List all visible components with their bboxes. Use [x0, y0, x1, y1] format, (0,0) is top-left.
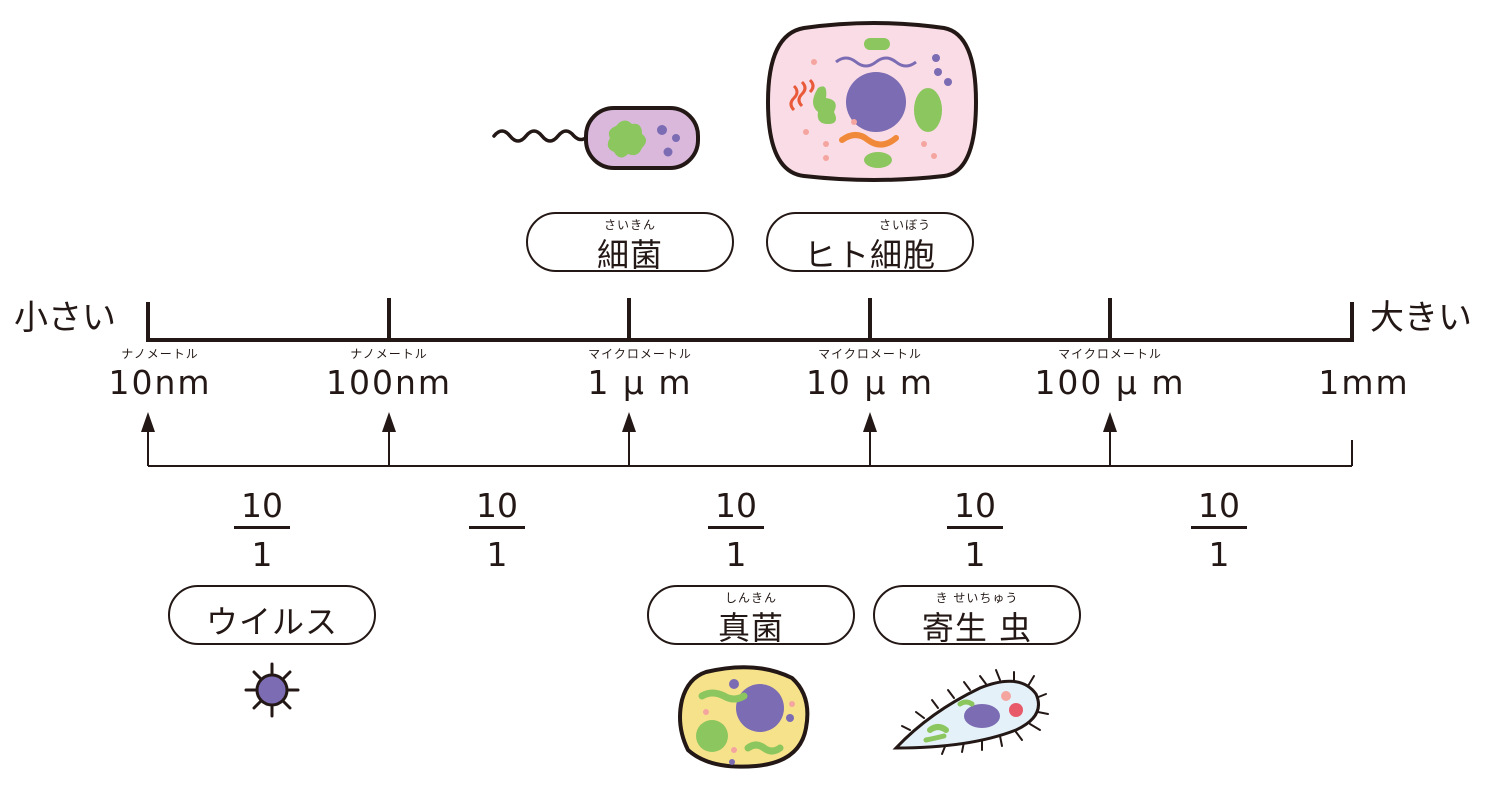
arrowhead: [141, 412, 155, 432]
bacteria-label: さいきん 細菌: [526, 212, 734, 274]
unit-100um: マイクロメートル 100 μ m: [990, 345, 1230, 402]
fraction-numerator: 10: [954, 486, 996, 525]
fraction-bar: [469, 526, 525, 529]
bacteria-ruby: さいきん: [603, 218, 656, 232]
fungus-label: しんきん 真菌: [647, 585, 855, 647]
arrowhead: [1103, 412, 1117, 432]
fraction-denominator: 1: [964, 535, 986, 574]
unit-10nm: ナノメートル 10nm: [40, 345, 280, 402]
unit-ruby: ナノメートル: [350, 347, 428, 361]
ratio-fraction: 10 1: [222, 486, 302, 574]
fraction-denominator: 1: [1208, 535, 1230, 574]
small-end-label: 小さい: [14, 298, 116, 338]
ratio-fraction: 10 1: [457, 486, 537, 574]
unit-value: 100nm: [325, 363, 453, 402]
fungus-name: 真菌: [717, 609, 784, 647]
unit-ruby: マイクロメートル: [1058, 347, 1162, 361]
arrowheads: [141, 412, 1117, 432]
virus-name: ウイルス: [205, 603, 338, 641]
fraction-bar: [708, 526, 764, 529]
unit-100nm: ナノメートル 100nm: [269, 345, 509, 402]
fungus-ruby: しんきん: [724, 591, 777, 605]
fungus-illustration: [678, 665, 810, 769]
unit-value: 10nm: [108, 363, 212, 402]
human-cell-illustration: [765, 21, 979, 182]
arrowhead: [863, 412, 877, 432]
bacteria-name: 細菌: [596, 236, 663, 274]
size-axis: [146, 298, 1354, 342]
ratio-bracket: [147, 428, 1353, 467]
ratio-fraction: 10 1: [935, 486, 1015, 574]
human-cell-name: ヒト細胞: [803, 236, 936, 274]
unit-ruby: マイクロメートル: [818, 347, 922, 361]
parasite-name: 寄生 虫: [921, 609, 1033, 647]
fraction-numerator: 10: [476, 486, 518, 525]
fraction-bar: [234, 526, 290, 529]
unit-value: 100 μ m: [1034, 363, 1186, 402]
unit-value: 10 μ m: [805, 363, 935, 402]
human-cell-label: さいぼう ヒト細胞: [766, 212, 974, 274]
unit-ruby: マイクロメートル: [588, 347, 692, 361]
ratio-fraction: 10 1: [696, 486, 776, 574]
fraction-denominator: 1: [486, 535, 508, 574]
unit-1um: マイクロメートル 1 μ m: [520, 345, 760, 402]
ratio-fraction: 10 1: [1179, 486, 1259, 574]
unit-ruby: [1244, 345, 1484, 363]
unit-1mm: 1mm: [1244, 345, 1484, 402]
unit-ruby: ナノメートル: [121, 347, 199, 361]
parasite-ruby: き せいちゅう: [935, 591, 1019, 605]
virus-illustration: [244, 662, 300, 718]
arrowhead: [622, 412, 636, 432]
unit-value: 1mm: [1318, 363, 1410, 402]
fraction-denominator: 1: [725, 535, 747, 574]
human-cell-ruby: さいぼう: [878, 218, 931, 232]
fraction-numerator: 10: [1198, 486, 1240, 525]
fraction-numerator: 10: [715, 486, 757, 525]
unit-value: 1 μ m: [587, 363, 693, 402]
bacteria-illustration: [492, 106, 700, 170]
virus-label: ウイルス: [168, 585, 376, 645]
parasite-label: き せいちゅう 寄生 虫: [873, 585, 1081, 647]
fraction-bar: [947, 526, 1003, 529]
parasite-illustration: [892, 669, 1049, 755]
fraction-bar: [1191, 526, 1247, 529]
large-end-label: 大きい: [1370, 298, 1472, 338]
fraction-denominator: 1: [251, 535, 273, 574]
fraction-numerator: 10: [241, 486, 283, 525]
unit-10um: マイクロメートル 10 μ m: [750, 345, 990, 402]
arrowhead: [382, 412, 396, 432]
